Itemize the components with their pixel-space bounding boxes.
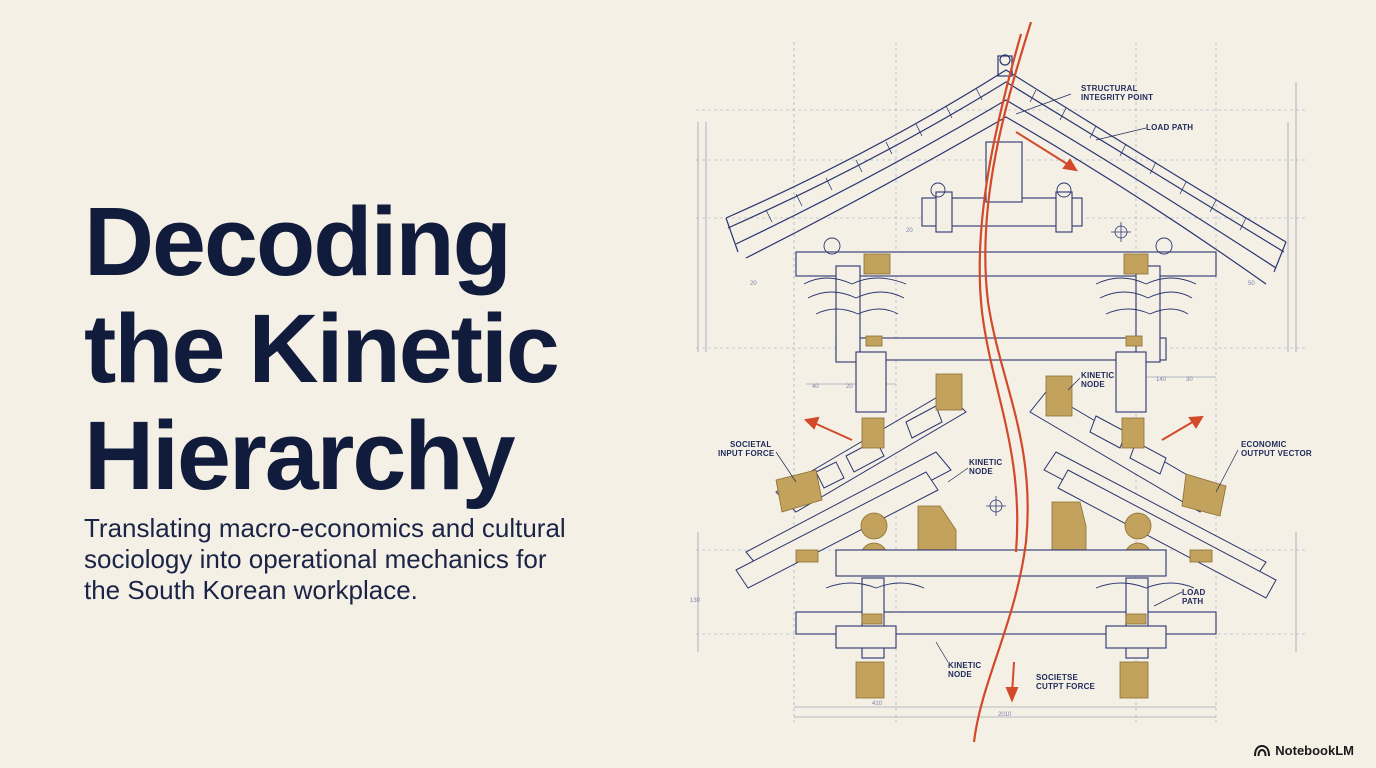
gold-blocks-lower bbox=[855, 613, 1149, 699]
dim-label-10: 20 bbox=[906, 228, 913, 234]
bracket-sets-lower bbox=[825, 582, 1195, 589]
subtitle-line-3: the South Korean workplace. bbox=[84, 575, 418, 605]
subtitle-line-2: sociology into operational mechanics for bbox=[84, 544, 547, 574]
dim-label-2: 2010 bbox=[998, 712, 1012, 718]
slide-title: Decoding the Kinetic Hierarchy bbox=[84, 188, 644, 509]
roof-tiles bbox=[765, 87, 1247, 231]
exploded-left-members bbox=[735, 391, 967, 589]
label-economic-2: OUTPUT VECTOR bbox=[1241, 449, 1312, 458]
label-kinetic-node-right-2: NODE bbox=[1081, 380, 1105, 389]
upper-roof bbox=[725, 54, 1287, 285]
dim-label-9: 130 bbox=[690, 598, 701, 604]
label-kinetic-node-mid-2: NODE bbox=[969, 467, 993, 476]
label-economic-1: ECONOMIC bbox=[1241, 440, 1287, 449]
dim-label-4: 20 bbox=[846, 384, 853, 390]
label-load-path-low-2: PATH bbox=[1182, 597, 1203, 606]
brand-watermark: NotebookLM bbox=[1254, 743, 1354, 758]
lower-frame bbox=[795, 549, 1217, 659]
dim-label-6: 30 bbox=[1186, 377, 1193, 383]
subtitle-line-1: Translating macro-economics and cultural bbox=[84, 513, 566, 543]
label-structural-2: INTEGRITY POINT bbox=[1081, 93, 1153, 102]
label-societal-2: INPUT FORCE bbox=[718, 449, 775, 458]
brand-name: NotebookLM bbox=[1275, 743, 1354, 758]
label-kinetic-node-bottom-2: NODE bbox=[948, 670, 972, 679]
gold-blocks-upper bbox=[863, 253, 1149, 347]
label-structural-1: STRUCTURAL bbox=[1081, 84, 1138, 93]
bracket-sets-upper bbox=[803, 182, 1197, 315]
dim-label-5: 140 bbox=[1156, 377, 1167, 383]
title-line-3: Hierarchy bbox=[84, 401, 516, 510]
title-line-1: Decoding bbox=[84, 187, 512, 296]
title-line-2: the Kinetic bbox=[84, 294, 560, 403]
slide-subtitle: Translating macro-economics and cultural… bbox=[84, 513, 644, 606]
dim-label-7: 50 bbox=[1248, 281, 1255, 287]
label-kinetic-node-right-1: KINETIC bbox=[1081, 371, 1114, 380]
notebooklm-logo-icon bbox=[1254, 744, 1271, 756]
label-load-path-top: LOAD PATH bbox=[1146, 123, 1193, 132]
leader-lines bbox=[775, 93, 1239, 663]
load-path-curve bbox=[972, 22, 1033, 743]
dim-label-3: 40 bbox=[812, 384, 819, 390]
label-kinetic-node-bottom-1: KINETIC bbox=[948, 661, 981, 670]
label-kinetic-node-mid-1: KINETIC bbox=[969, 458, 1002, 467]
label-output-1: SOCIETSE bbox=[1036, 673, 1079, 682]
exploded-right-members bbox=[1029, 391, 1277, 599]
dim-label-1: 410 bbox=[872, 701, 883, 707]
label-output-2: CUTPT FORCE bbox=[1036, 682, 1096, 691]
force-arrows bbox=[803, 131, 1204, 703]
label-load-path-low-1: LOAD bbox=[1182, 588, 1205, 597]
dim-label-8: 20 bbox=[750, 281, 757, 287]
label-societal-1: SOCIETAL bbox=[730, 440, 771, 449]
pagoda-blueprint-diagram: STRUCTURAL INTEGRITY POINT LOAD PATH KIN… bbox=[690, 22, 1312, 743]
crosshair-markers bbox=[986, 222, 1131, 516]
